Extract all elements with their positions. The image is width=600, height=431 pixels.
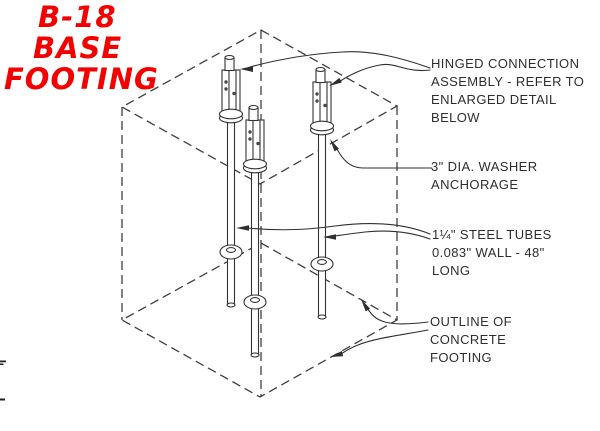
annotation-washer-anchorage: 3" DIA. WASHER ANCHORAGE [431, 158, 538, 194]
leader-hinged-2 [338, 63, 431, 83]
annotation-hinged-connection: HINGED CONNECTION ASSEMBLY - REFER TO EN… [431, 55, 584, 127]
annotation-line: BELOW [431, 110, 480, 125]
leader-washer [333, 144, 433, 169]
steel-tube-middle [242, 104, 268, 358]
arrowhead-footing-1 [361, 299, 371, 312]
steel-tube-right [309, 66, 335, 320]
drawing-title-line-3: FOOTING [4, 62, 159, 96]
steel-tube-left [218, 54, 244, 308]
edge-marks [0, 360, 6, 401]
annotation-steel-tubes: 1¼" STEEL TUBES 0.083" WALL - 48" LONG [432, 226, 552, 280]
annotation-line: OUTLINE OF [430, 314, 513, 329]
arrowhead-tubes-2 [323, 234, 336, 240]
arrowhead-hinged-1 [240, 66, 253, 72]
annotation-line: CONCRETE [430, 332, 507, 347]
arrowhead-washer [330, 139, 339, 152]
annotation-line: HINGED CONNECTION [431, 56, 580, 71]
concrete-footing-outline [120, 29, 399, 398]
annotation-line: 0.083" WALL - 48" [432, 245, 545, 260]
leader-tubes-1 [247, 223, 431, 235]
drawing-title-line-1: B-18 [38, 0, 117, 34]
leader-lines [236, 51, 433, 357]
annotation-line: ANCHORAGE [431, 177, 519, 192]
drawing-title-line-2: BASE [33, 31, 123, 65]
arrowhead-tubes-1 [236, 225, 249, 231]
annotation-line: ASSEMBLY - REFER TO [431, 74, 585, 89]
annotation-concrete-footing: OUTLINE OF CONCRETE FOOTING [430, 313, 512, 367]
annotation-line: 1¼" STEEL TUBES [432, 227, 552, 242]
annotation-line: ENLARGED DETAIL [431, 92, 557, 107]
leader-footing-2 [340, 329, 429, 355]
arrowhead-footing-2 [330, 351, 344, 357]
arrowhead-hinged-2 [329, 77, 342, 86]
annotation-line: LONG [432, 263, 471, 278]
leader-tubes-2 [334, 230, 431, 240]
leader-hinged-1 [249, 51, 431, 69]
annotation-line: FOOTING [430, 350, 493, 365]
annotation-line: 3" DIA. WASHER [431, 159, 538, 174]
